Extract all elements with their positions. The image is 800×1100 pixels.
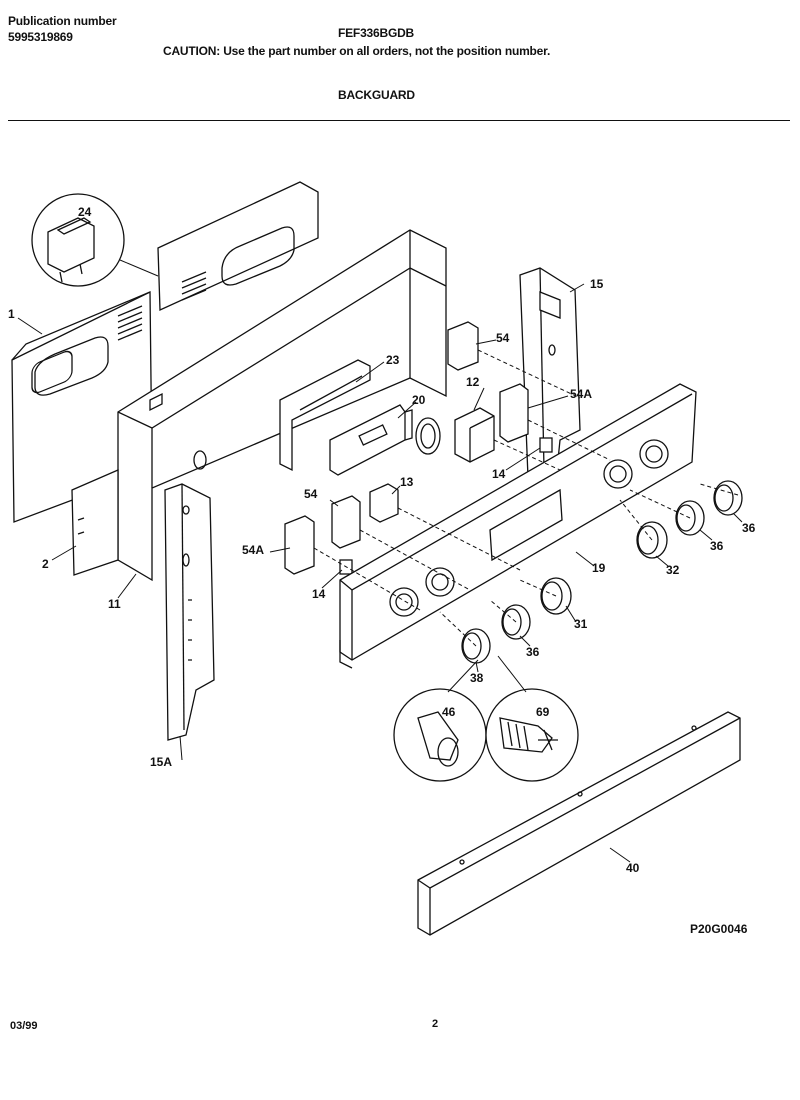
section-title: BACKGUARD [338, 88, 415, 102]
callout-11: 11 [108, 597, 121, 611]
callout-19: 19 [592, 561, 606, 575]
callout-36-mid: 36 [710, 539, 724, 553]
callout-36-left: 36 [526, 645, 540, 659]
rear-panel [11, 290, 153, 523]
callout-36-right: 36 [742, 521, 756, 535]
capillary-coil [415, 417, 441, 455]
page-number: 2 [432, 1018, 439, 1030]
callout-24: 24 [78, 205, 92, 219]
callout-20: 20 [412, 393, 426, 407]
callout-1: 1 [8, 307, 15, 321]
control-panel [339, 383, 697, 669]
knob-36-right [713, 480, 743, 516]
callout-46: 46 [442, 705, 456, 719]
callout-32: 32 [666, 563, 680, 577]
switch-54A-lower [284, 515, 315, 575]
publication-label: Publication number [8, 14, 117, 28]
switch-54-lower [331, 495, 361, 549]
infinite-switch-12 [454, 407, 495, 463]
callout-69: 69 [536, 705, 550, 719]
left-side-bracket [71, 469, 119, 576]
callout-15: 15 [590, 277, 604, 291]
publication-number: 5995319869 [8, 30, 73, 44]
caution-note: CAUTION: Use the part number on all orde… [163, 44, 551, 58]
clock-bracket [279, 359, 371, 472]
upper-rear-cover [157, 181, 319, 311]
callout-12: 12 [466, 375, 480, 389]
switch-54A-upper [499, 383, 529, 443]
model-number: FEF336BGDB [338, 26, 415, 40]
assembly-lines [313, 349, 739, 647]
callout-14-upper: 14 [492, 467, 506, 481]
callout-15A: 15A [150, 755, 172, 769]
trim-strip [417, 711, 741, 936]
detail-circle-46 [393, 688, 487, 782]
detail-circle-69 [485, 688, 579, 782]
callout-2: 2 [42, 557, 49, 571]
header-rule [8, 120, 790, 121]
clock-timer [329, 404, 413, 476]
callout-14-lower: 14 [312, 587, 326, 601]
callout-38: 38 [470, 671, 484, 685]
detail-circle-24 [31, 193, 125, 287]
indicator-14-upper [539, 437, 553, 453]
footer-date: 03/99 [10, 1020, 38, 1032]
callout-labels: 1 2 11 12 13 14 14 15 15A 19 20 23 24 31… [8, 205, 756, 875]
switch-13 [369, 483, 399, 523]
left-end-cap [164, 483, 215, 741]
figure-id: P20G0046 [690, 922, 748, 936]
callout-54-upper: 54 [496, 331, 510, 345]
callout-13: 13 [400, 475, 414, 489]
callout-40: 40 [626, 861, 640, 875]
callout-54-lower: 54 [304, 487, 318, 501]
callout-54A-upper: 54A [570, 387, 592, 401]
callout-54A-lower: 54A [242, 543, 264, 557]
callout-23: 23 [386, 353, 400, 367]
leader-lines [17, 259, 743, 863]
switch-54-upper [447, 321, 479, 371]
callout-31: 31 [574, 617, 588, 631]
